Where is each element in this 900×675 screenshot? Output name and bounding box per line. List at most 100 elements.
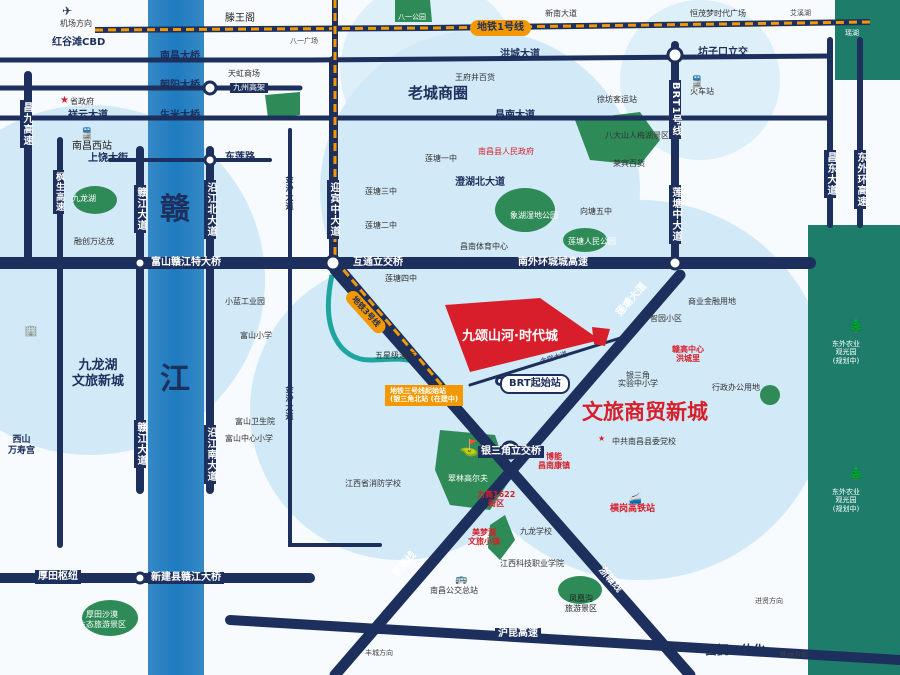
hongdu-label: 洪城大道 bbox=[500, 49, 540, 60]
fushan-school-label: 富山中心小学 bbox=[225, 434, 273, 443]
changnan-label: 昌南大道 bbox=[495, 110, 535, 121]
liantang-school-label: 莲塘一中 bbox=[425, 154, 457, 163]
east-park bbox=[760, 385, 780, 405]
yanjiang-south-label: 沿江南大道 bbox=[204, 425, 216, 484]
mengmeng-label: 美梦湖 文旅小镇 bbox=[468, 528, 500, 547]
liantang2-label: 莲塘二中 bbox=[365, 221, 397, 230]
shidai-label: 九颂山河·时代城 bbox=[462, 329, 558, 344]
jiulong-district: 九龙湖 文旅新城 bbox=[72, 358, 125, 389]
shengfu-star: ★ bbox=[60, 95, 69, 106]
bayi-park-green bbox=[395, 0, 432, 22]
jiangxi-tech-label: 江西科技职业学院 bbox=[500, 559, 564, 568]
houtian-desert bbox=[82, 600, 138, 636]
changxiang-diagonal bbox=[329, 264, 696, 675]
yanjiang-north-label: 沿江北大道 bbox=[204, 180, 216, 239]
river-gan-label: 赣 bbox=[160, 192, 190, 227]
agri2-label: 东外农业 观光园 (规划中) bbox=[832, 488, 860, 513]
jinsha2-label: 金沙大道 bbox=[285, 385, 294, 421]
xiangyang-label: 向塘五中 bbox=[580, 207, 612, 216]
train-label: 火车站 bbox=[690, 87, 714, 96]
train-west-icon: 🚆 bbox=[80, 127, 94, 140]
metro-bayi-label: 八一广场 bbox=[290, 37, 318, 45]
fengcheng-label: 丰城方向 bbox=[365, 649, 393, 657]
train-icon: 🚆 bbox=[690, 75, 704, 88]
chengnan-label: 昌南体育中心 bbox=[460, 242, 508, 251]
aixi-label: 艾溪湖 bbox=[790, 9, 811, 17]
hukun-label: 沪昆高速 bbox=[495, 628, 541, 640]
shidai-project bbox=[445, 298, 600, 372]
golf-label: 翠林高尔夫 bbox=[448, 474, 488, 483]
bada-label: 八大山人梅湖景区 bbox=[605, 131, 669, 140]
yinsan-school-label: 银三角 实验中小学 bbox=[618, 371, 658, 388]
shengmi-label: 生米大桥 bbox=[160, 110, 200, 121]
nanchang-bridge-label: 南昌大桥 bbox=[160, 51, 200, 62]
yinsanjiao-label: 银三角立交桥 bbox=[478, 446, 544, 458]
houtian-sand-label: 厚田沙漠 生态旅游景区 bbox=[78, 610, 126, 629]
old-city-label: 老城商圈 bbox=[408, 84, 469, 102]
xiaolan-school-label: 富山小学 bbox=[240, 331, 272, 340]
agri1-label: 东外农业 观光园 (规划中) bbox=[832, 340, 860, 365]
yingbin-label: 迎宾中大道 bbox=[327, 180, 339, 239]
building-icon: 🏢 bbox=[24, 324, 38, 337]
liantang-node bbox=[667, 255, 683, 271]
golfer-icon: ⛳ bbox=[459, 438, 479, 457]
xianghu-park bbox=[495, 188, 555, 232]
xiuhu-label: 象湖湿地公园 bbox=[510, 211, 558, 220]
jiulong-bay-label: 九州高架 bbox=[230, 83, 268, 93]
cbd-label: 红谷滩CBD bbox=[52, 37, 106, 48]
ganjiang-south-label: 赣江大道 bbox=[134, 420, 146, 468]
fangzi-interchange bbox=[666, 46, 684, 64]
brt-start-label: BRT起始站 bbox=[500, 374, 570, 394]
liantang3-label: 莲塘三中 bbox=[365, 187, 397, 196]
wangfujing-label: 王府井百货 bbox=[455, 73, 495, 82]
changjiu-label: 昌九高速 bbox=[20, 100, 32, 148]
gonglian-label: 南昌公交总站 bbox=[430, 586, 478, 595]
yaohu-lake bbox=[835, 0, 900, 80]
dongda-label: 东莲路 bbox=[225, 152, 255, 163]
tree-icon-2: 🌲 bbox=[848, 467, 865, 482]
fufeng-label: 富山卫生院 bbox=[235, 417, 275, 426]
huxi-label: 互通立交桥 bbox=[350, 257, 406, 269]
fushan-west-node bbox=[133, 256, 147, 270]
rongchuang-label: 融创万达茂 bbox=[74, 237, 114, 246]
tianhong-label: 天虹商场 bbox=[228, 69, 260, 78]
xishan-label: 西山 万寿宫 bbox=[8, 435, 36, 456]
lianhe-school-label: 江西省消防学校 bbox=[345, 479, 401, 488]
ganjiang-north-label: 赣江大道 bbox=[134, 185, 146, 233]
liantang-park bbox=[563, 228, 607, 252]
fenghuang-green bbox=[558, 576, 602, 604]
river-jiang-label: 江 bbox=[160, 362, 190, 397]
yaohu-label: 瑶湖 bbox=[845, 29, 859, 37]
zhiyan-label: 智园小区 bbox=[650, 314, 682, 323]
fushan-label: 富山赣江特大桥 bbox=[148, 257, 224, 269]
fenghuang-label: 凤凰沟 旅游景区 bbox=[565, 594, 597, 613]
hengfu-label: 恒茂梦时代广场 bbox=[690, 9, 746, 18]
fangzhi-label: 坊子口立交 bbox=[698, 47, 748, 58]
mengmeng-lake bbox=[488, 515, 515, 560]
shangyou-label: 上饶大街 bbox=[88, 153, 128, 164]
chaoyang-node bbox=[202, 80, 218, 96]
wenlv-district: 文旅商贸新城 bbox=[582, 400, 708, 424]
jinxian-label: 进贤方向 bbox=[755, 597, 783, 605]
zone-wenlv bbox=[450, 200, 830, 580]
bus-icon: 🚌 bbox=[455, 574, 468, 585]
liantang-park-label: 莲塘人民公园 bbox=[568, 237, 616, 246]
jinsha1-label: 金沙大道 bbox=[285, 175, 294, 211]
east-green-belt bbox=[808, 225, 900, 675]
airport-label: 机场方向 bbox=[60, 19, 92, 28]
chunan-label: 新南大道 bbox=[545, 9, 577, 18]
bayi-park-label: 八一公园 bbox=[398, 13, 426, 21]
houtian-label: 厚田枢纽 bbox=[35, 570, 81, 584]
xinjian-node bbox=[133, 571, 147, 585]
dongda-node bbox=[203, 153, 217, 167]
lihao-label: 力高1622 街区 bbox=[477, 490, 516, 509]
bobo-label: 博能 昌南康镇 bbox=[538, 452, 570, 471]
airplane-icon: ✈ bbox=[62, 4, 73, 18]
tengwang-label: 滕王阁 bbox=[225, 13, 255, 24]
metro1-label: 地铁1号线 bbox=[470, 20, 531, 36]
shengfu-label: 省政府 bbox=[70, 97, 94, 106]
hongcheng-road bbox=[307, 53, 833, 63]
xinjian-bridge-label: 新建县赣江大桥 bbox=[148, 572, 224, 584]
hengli-label: 横岗高铁站 bbox=[610, 504, 656, 514]
